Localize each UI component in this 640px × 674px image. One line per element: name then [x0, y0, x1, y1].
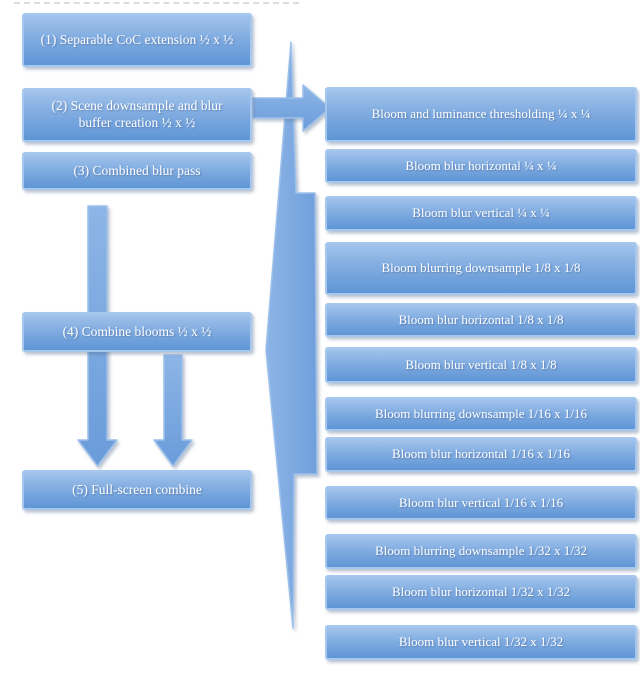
step-box-separable-coc: (1) Separable CoC extension ½ x ½ [22, 13, 252, 67]
bloom-box-blur-vertical-16: Bloom blur vertical 1/16 x 1/16 [325, 486, 637, 520]
blooms-to-combine-arrow [153, 354, 193, 467]
bloom-box-blur-horizontal-8: Bloom blur horizontal 1/8 x 1/8 [325, 303, 637, 337]
bloom-box-blur-vertical-32: Bloom blur vertical 1/32 x 1/32 [325, 625, 637, 660]
bloom-box-blur-horizontal-quarter: Bloom blur horizontal ¼ x ¼ [325, 149, 637, 183]
step-box-combine-blooms: (4) Combine blooms ½ x ½ [22, 312, 252, 352]
bloom-box-downsample-32: Bloom blurring downsample 1/32 x 1/32 [325, 534, 637, 569]
step-box-fullscreen-combine: (5) Full-screen combine [22, 470, 252, 510]
dashed-edge-line [14, 2, 299, 4]
step-box-scene-downsample: (2) Scene downsample and blur buffer cre… [22, 88, 252, 142]
bloom-box-thresholding: Bloom and luminance thresholding ¼ x ¼ [325, 87, 637, 142]
bloom-box-downsample-16: Bloom blurring downsample 1/16 x 1/16 [325, 397, 637, 431]
bloom-box-blur-horizontal-16: Bloom blur horizontal 1/16 x 1/16 [325, 437, 637, 472]
step-box-combined-blur: (3) Combined blur pass [22, 152, 252, 190]
scene-to-bloom-arrow [252, 84, 331, 132]
bloom-box-blur-horizontal-32: Bloom blur horizontal 1/32 x 1/32 [325, 575, 637, 610]
bloom-box-blur-vertical-quarter: Bloom blur vertical ¼ x ¼ [325, 196, 637, 231]
bloom-box-downsample-8: Bloom blurring downsample 1/8 x 1/8 [325, 242, 637, 295]
bloom-box-blur-vertical-8: Bloom blur vertical 1/8 x 1/8 [325, 347, 637, 383]
bloom-chain-connector-shape [265, 41, 318, 629]
